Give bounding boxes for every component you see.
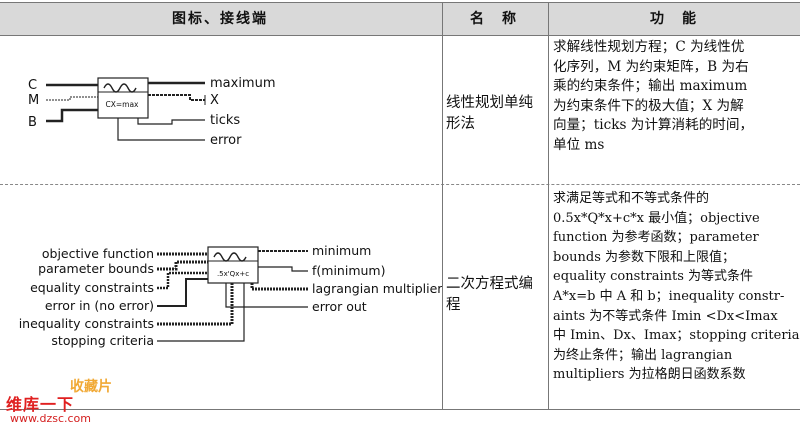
lp-output-maximum: maximum: [210, 76, 276, 91]
lp-output-error: error: [210, 133, 242, 148]
row2-function: 求满足等式和不等式条件的 0.5x*Q*x+c*x 最小值；objective …: [553, 191, 800, 383]
qp-output-error-out: error out: [312, 299, 367, 314]
header-divider: [0, 35, 800, 36]
row2-name: 二次方程式编 程: [446, 276, 533, 313]
lp-input-c: C: [28, 78, 37, 93]
table-header: [0, 2, 800, 35]
function-table: 图标、接线端 名 称 功 能 CX=max C M B maximum: [0, 2, 800, 410]
table-border-top: [0, 2, 800, 3]
row1-function: 求解线性规划方程；C 为线性优 化序列，M 为约束矩阵，B 为右 乘的约束条件；…: [553, 39, 754, 153]
qp-output-lagrangian-multipliers: lagrangian multipliers: [312, 281, 442, 296]
table-border-bottom: [0, 409, 800, 410]
qp-input-inequality-constraints: inequality constraints: [19, 316, 154, 331]
header-name: 名 称: [470, 11, 518, 27]
row-divider: [0, 184, 800, 186]
linear-programming-icon: CX=max C M B maximum X ticks error: [28, 76, 276, 148]
header-icon-terminals: 图标、接线端: [172, 11, 268, 27]
lp-output-ticks: ticks: [210, 113, 240, 128]
qp-output-f-minimum: f(minimum): [312, 263, 385, 278]
watermark-logo: 收藏片: [70, 379, 112, 395]
qp-input-error-in: error in (no error): [45, 298, 154, 313]
lp-input-b: B: [28, 115, 37, 130]
header-function: 功 能: [650, 11, 698, 27]
qp-input-equality-constraints: equality constraints: [30, 280, 154, 295]
qp-output-minimum: minimum: [312, 243, 371, 258]
watermark-url: www.dzsc.com: [10, 412, 92, 425]
qp-input-objective-function: objective function: [42, 246, 154, 261]
lp-box-text: CX=max: [106, 100, 140, 109]
lp-input-m: M: [28, 93, 39, 108]
lp-output-x: X: [210, 93, 219, 108]
row1-name: 线性规划单纯 形法: [446, 95, 533, 132]
quadratic-programming-icon: .5x'Qx+c objective function parameter bo…: [19, 243, 442, 348]
qp-input-stopping-criteria: stopping criteria: [51, 333, 154, 348]
qp-input-parameter-bounds: parameter bounds: [38, 261, 154, 276]
col-divider-1: [442, 2, 443, 409]
col-divider-2: [548, 2, 549, 409]
qp-box-text: .5x'Qx+c: [217, 270, 249, 278]
watermark-site-name: 维库一下: [6, 395, 75, 414]
